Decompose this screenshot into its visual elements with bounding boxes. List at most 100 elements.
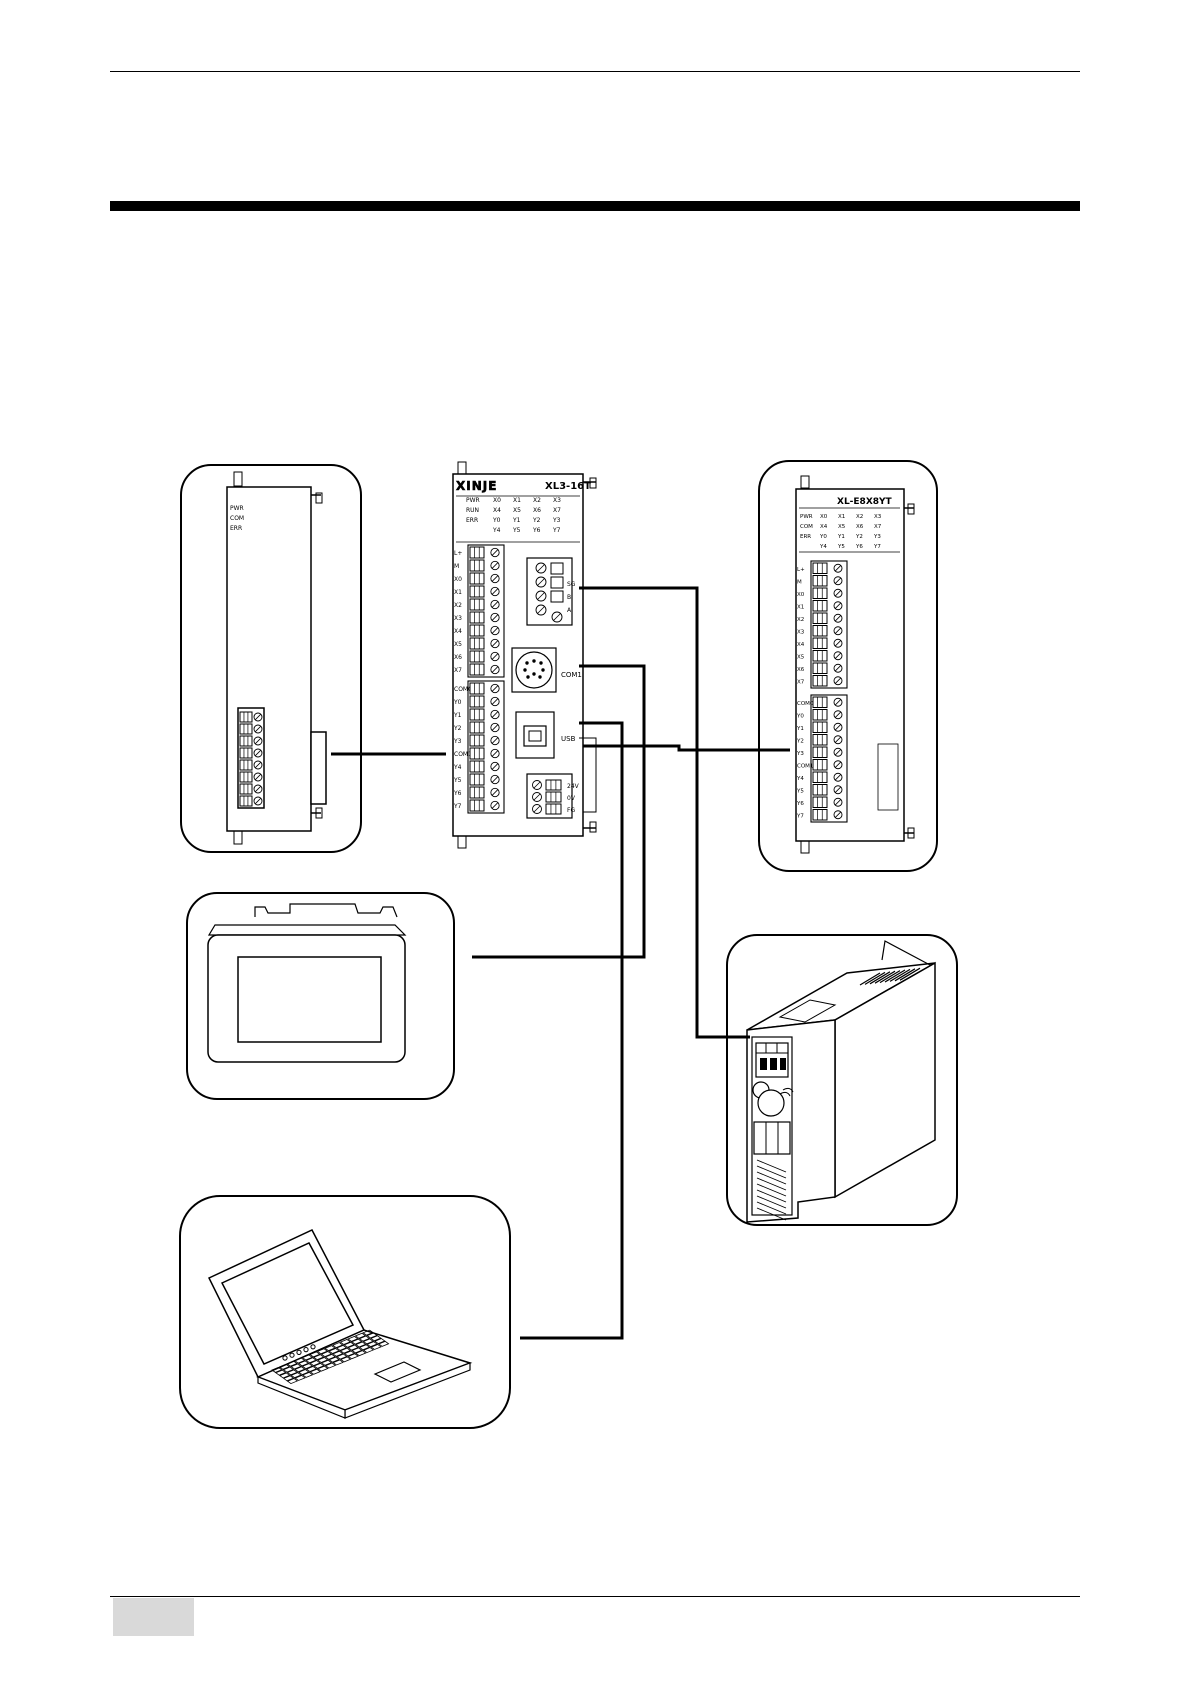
terminal-slot [812,734,828,746]
laptop-indicator-light [303,1347,309,1353]
terminal-slot [812,784,828,796]
terminal-slot [812,746,828,758]
keyboard-key [294,1366,306,1373]
terminal-slot [239,783,253,795]
vent-slot [884,969,906,983]
keyboard-key [309,1351,321,1358]
expansion-led-label: Y7 [873,544,881,550]
expansion-terminal-label: Y6 [796,801,804,807]
expansion-led-label: Y2 [855,534,863,540]
cpu-terminal-label: X7 [454,667,462,674]
com1-pin [525,661,529,665]
terminal-slot [545,791,562,803]
keyboard-key [293,1357,306,1364]
cpu-com1-label: COM1 [561,671,582,679]
keyboard-key [309,1360,321,1367]
com1-pin [526,675,530,679]
keyboard-key [282,1366,295,1373]
terminal-slot [469,708,485,721]
louver-slat [756,1183,787,1197]
terminal-slot [469,546,485,559]
cpu-power-label: 24V [567,783,580,790]
cpu-led-label: RUN [466,507,479,514]
expansion-led-label: COM [800,524,813,530]
left-module-terminal-block [239,711,263,807]
terminal-slot [469,799,485,812]
terminal-slot [812,721,828,733]
keyboard-key [339,1339,351,1345]
terminal-slot [812,771,828,783]
terminal-slot [812,587,828,599]
terminal-slot [812,650,828,662]
terminal-slot [239,723,253,735]
cpu-terminal-label: Y2 [453,725,462,732]
rs485-pin [550,562,564,575]
cpu-power-label: FG [567,807,575,814]
keyboard-key [362,1347,375,1354]
keyboard-key [313,1354,325,1361]
cpu-terminal-label: Y6 [453,790,462,797]
cpu-led-label: ERR [466,517,478,524]
terminal-slot [812,662,828,674]
cpu-led-label: Y3 [552,517,561,524]
expansion-terminal-label: COM0 [797,701,814,707]
expansion-led-label: ERR [800,534,811,540]
expansion-terminal-label: L+ [797,567,805,573]
cpu-brand-logo: XINJE [456,479,497,493]
expansion-led-label: Y4 [819,544,827,550]
terminal-slot [812,625,828,637]
cpu-terminal-label: COM0 [454,686,472,693]
expansion-model-label: XL-E8X8YT [837,497,893,507]
keyboard-key [320,1359,333,1366]
com1-mini-din-port [523,659,545,679]
cable-com1-to-hmi [472,664,646,959]
terminal-slot [812,696,828,708]
keyboard-key [332,1350,344,1357]
keyboard-key [301,1363,314,1370]
cpu-terminal-label: COM1 [454,751,472,758]
com1-pin [523,668,527,672]
expansion-terminal-label: X2 [797,617,804,623]
cpu-led-label: X2 [533,497,541,504]
cpu-terminal-label: Y5 [453,777,462,784]
cpu-led-label: Y5 [512,527,521,534]
expansion-led-label: X4 [820,524,828,530]
terminal-slot [469,585,485,598]
terminal-slot [469,747,485,760]
keyboard-key [339,1356,352,1363]
terminal-slot [469,624,485,637]
cpu-terminal-label: L+ [454,550,462,557]
terminal-slot [469,760,485,773]
keyboard-key [335,1344,348,1351]
terminal-slot [239,795,253,807]
rs485-pin [550,576,564,589]
footer-rule [110,1596,1080,1597]
keyboard-key [366,1341,378,1348]
keyboard-key [305,1366,318,1372]
vent-slot [899,967,921,981]
expansion-terminal-label: X4 [797,642,805,648]
keyboard-key [324,1345,336,1352]
cpu-rs485-label: A [567,607,572,614]
terminal-slot [469,598,485,611]
terminal-slot [469,786,485,799]
keyboard-key [309,1368,321,1375]
cpu-terminal-label: M [454,563,459,570]
keyboard-key [290,1372,302,1379]
keyboard-key [275,1369,287,1376]
laptop-indicator-light [282,1355,288,1361]
cpu-led-label: Y4 [492,527,501,534]
expansion-terminal-label: X3 [797,629,805,635]
expansion-terminal-label: Y5 [796,788,804,794]
expansion-led-label: X0 [820,514,828,520]
cpu-terminal-label: X6 [454,654,462,661]
rs485-pin [550,590,564,603]
keyboard-key [324,1353,336,1360]
cpu-led-label: X4 [493,507,501,514]
terminal-slot [469,611,485,624]
keyboard-key [316,1357,329,1363]
keyboard-key [331,1342,344,1349]
